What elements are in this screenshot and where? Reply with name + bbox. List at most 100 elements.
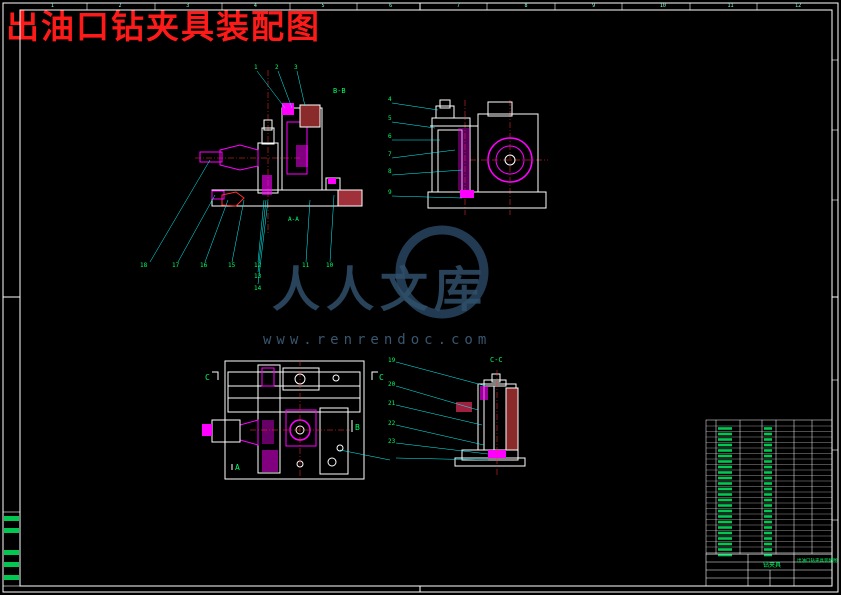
parts-list [705, 419, 833, 555]
balloon-2: 2 [275, 64, 279, 71]
parts-row-text-mark [764, 542, 772, 546]
balloon-6: 6 [388, 133, 392, 140]
watermark-url: www.renrendoc.com [263, 332, 492, 348]
balloon-1: 1 [254, 64, 258, 71]
parts-row-text-mark [718, 504, 732, 507]
parts-row-text-mark [764, 460, 772, 463]
parts-row-text-mark [718, 443, 732, 447]
balloon-4: 4 [388, 96, 392, 103]
parts-row-text-mark [764, 531, 772, 535]
parts-row-text-mark [718, 498, 732, 502]
parts-row-text-mark [718, 487, 732, 491]
section-cc [454, 370, 526, 475]
parts-row-text-mark [718, 515, 732, 518]
balloon-9: 9 [388, 189, 392, 196]
parts-row-text-mark [764, 427, 772, 430]
label-c-left: C [205, 373, 210, 382]
parts-row-text-mark [764, 548, 772, 551]
parts-row-text-mark [718, 526, 732, 529]
balloon-11: 11 [302, 262, 310, 269]
parts-row-text-mark [718, 465, 732, 469]
parts-row-text-mark [718, 460, 732, 463]
parts-row-text-mark [764, 487, 772, 491]
zone-number: 9 [592, 3, 596, 9]
parts-row-text-mark [764, 526, 772, 529]
parts-row-text-mark [764, 476, 772, 480]
parts-row-text-mark [764, 537, 772, 540]
zone-ticks [86, 3, 838, 521]
balloon-14: 14 [254, 285, 262, 292]
title-block-sheet: 出油口钻夹具装配图 [797, 557, 838, 564]
cc-leaders [395, 361, 489, 461]
balloon-19: 19 [388, 357, 396, 364]
parts-row-text-mark [764, 454, 772, 458]
parts-row-text-mark [764, 498, 772, 502]
parts-row-text-mark [718, 432, 732, 436]
side-leaders [391, 102, 463, 199]
balloon-21: 21 [388, 400, 396, 407]
watermark-text: 人人文库 [272, 262, 489, 318]
zone-number: 7 [456, 3, 460, 9]
zone-number: 1 [50, 3, 54, 9]
zone-number: 2 [118, 3, 122, 9]
label-a-bottom: A [235, 463, 240, 472]
parts-row-text-mark [718, 427, 732, 430]
parts-row-text-mark [764, 438, 772, 441]
balloon-22: 22 [388, 420, 396, 427]
parts-row-text-mark [718, 476, 732, 480]
zone-number: 12 [795, 3, 802, 9]
parts-row-text-mark [764, 432, 772, 436]
front-leaders [149, 70, 335, 285]
parts-row-text-mark [718, 471, 732, 474]
balloon-23: 23 [388, 438, 396, 445]
label-c-right: C [379, 373, 384, 382]
parts-row-text-mark [718, 542, 732, 546]
parts-row-text-mark [718, 449, 732, 452]
plan-view [202, 360, 378, 480]
inner-frame [19, 9, 833, 587]
parts-row-text-mark [718, 520, 732, 524]
parts-row-text-mark [718, 531, 732, 535]
parts-row-text-mark [718, 553, 732, 557]
balloon-15: 15 [228, 262, 236, 269]
zone-number: 8 [524, 3, 528, 9]
balloon-12: 12 [254, 262, 262, 269]
balloon-8: 8 [388, 168, 392, 175]
parts-row-text-mark [764, 509, 772, 513]
balloon-5: 5 [388, 115, 392, 122]
left-stamp [2, 511, 21, 587]
parts-row-text-mark [718, 537, 732, 540]
balloon-10: 10 [326, 262, 334, 269]
label-b-right: B [355, 423, 360, 432]
zone-number: 6 [389, 3, 393, 9]
label-cc: C-C [490, 356, 503, 364]
parts-row-text-mark [764, 553, 772, 557]
balloon-3: 3 [294, 64, 298, 71]
parts-row-text-mark [764, 515, 772, 518]
parts-row-text-mark [764, 449, 772, 452]
parts-row-text-mark [764, 443, 772, 447]
zone-number: 3 [186, 3, 190, 9]
side-view [427, 99, 548, 215]
balloon-7: 7 [388, 151, 392, 158]
parts-row-text-mark [764, 520, 772, 524]
zone-number: 11 [727, 3, 734, 9]
label-bb: B-B [333, 87, 346, 95]
label-aa: A-A [288, 216, 299, 223]
parts-row-text-mark [764, 465, 772, 469]
balloon-13: 13 [254, 273, 262, 280]
parts-rows [706, 425, 832, 557]
drawing-title: 出油口钻夹具装配图 [6, 7, 321, 46]
parts-row-text-mark [764, 504, 772, 507]
zone-number: 10 [659, 3, 666, 9]
balloon-18: 18 [140, 262, 148, 269]
parts-row-text-mark [718, 454, 732, 458]
zone-number: 4 [253, 3, 257, 9]
parts-row-text-mark [764, 493, 772, 496]
balloon-16: 16 [200, 262, 208, 269]
balloon-17: 17 [172, 262, 180, 269]
parts-row-text-mark [764, 482, 772, 485]
parts-row-text-mark [764, 471, 772, 474]
